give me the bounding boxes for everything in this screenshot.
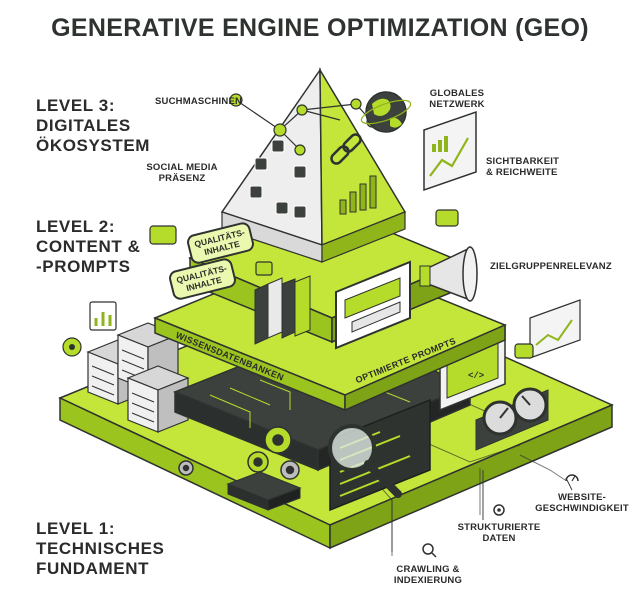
label-sichtbarkeit-line1: SICHTBARKEIT <box>486 156 560 167</box>
label-social-media-line2: PRÄSENZ <box>158 173 206 184</box>
label-crawling-line2: INDEXIERUNG <box>393 575 463 586</box>
megaphone-icon <box>419 246 478 302</box>
speedometer-icon <box>475 387 549 451</box>
leader-lines <box>391 470 573 552</box>
label-zielgruppenrelevanz: ZIELGRUPPENRELEVANZ <box>490 261 612 272</box>
magnifier-icon <box>328 424 402 498</box>
server-icon <box>86 322 190 433</box>
speedometer-icon <box>565 474 579 482</box>
label-sichtbarkeit: SICHTBARKEIT & REICHWEITE <box>486 156 559 178</box>
label-suchmaschinen: SUCHMASCHINEN <box>155 96 243 107</box>
label-strukturierte-daten: STRUKTURIERTE DATEN <box>452 522 546 544</box>
level3-heading: LEVEL 3: DIGITALES ÖKOSYSTEM <box>36 96 150 156</box>
gear-icon <box>62 337 82 357</box>
label-strukturierte-line2: DATEN <box>482 533 516 544</box>
label-website-line2: GESCHWINDIGKEIT <box>535 503 629 514</box>
chart-icon <box>529 299 581 359</box>
level2-line3: -PROMPTS <box>36 257 131 276</box>
level2-line2: CONTENT & <box>36 237 141 256</box>
level1-line3: FUNDAMENT <box>36 559 150 578</box>
book-icon <box>254 275 311 345</box>
level3-line1: LEVEL 3: <box>36 96 116 115</box>
chart-icon <box>89 301 117 331</box>
social-media-icons <box>249 139 307 219</box>
svg-text:</>: </> <box>468 371 484 381</box>
level3-line2: DIGITALES <box>36 116 131 135</box>
level2-line1: LEVEL 2: <box>36 217 116 236</box>
chat-bubble-icon <box>335 260 411 350</box>
level1-line2: TECHNISCHES <box>36 539 165 558</box>
chart-icon <box>423 110 477 192</box>
label-social-media: SOCIAL MEDIA PRÄSENZ <box>142 162 222 184</box>
label-strukturierte-line1: STRUKTURIERTE <box>457 522 541 533</box>
label-crawling-line1: CRAWLING & <box>396 564 460 575</box>
level1-heading: LEVEL 1: TECHNISCHES FUNDAMENT <box>36 519 164 579</box>
network-icon <box>229 93 378 215</box>
page-title: GENERATIVE ENGINE OPTIMIZATION (GEO) <box>51 14 589 42</box>
label-sichtbarkeit-line2: & REICHWEITE <box>486 167 558 178</box>
chat-bubble-icon <box>149 209 534 359</box>
gear-icon <box>178 426 300 480</box>
router-icon <box>226 471 302 511</box>
label-globales-line1: GLOBALES <box>429 88 485 99</box>
label-globales-netzwerk: GLOBALES NETZWERK <box>422 88 492 110</box>
label-crawling-indexierung: CRAWLING & INDEXIERUNG <box>380 564 476 586</box>
label-social-media-line1: SOCIAL MEDIA <box>146 162 218 173</box>
magnifier-icon <box>422 543 437 558</box>
label-website-geschwindigkeit: WEBSITE- GESCHWINDIGKEIT <box>530 492 634 514</box>
label-website-line1: WEBSITE- <box>557 492 607 503</box>
label-globales-line2: NETZWERK <box>429 99 485 110</box>
level1-line1: LEVEL 1: <box>36 519 116 538</box>
level3-line3: ÖKOSYSTEM <box>36 136 151 155</box>
globe-icon <box>360 91 412 133</box>
gear-icon <box>493 504 505 516</box>
level2-heading: LEVEL 2: CONTENT & -PROMPTS <box>36 217 141 277</box>
